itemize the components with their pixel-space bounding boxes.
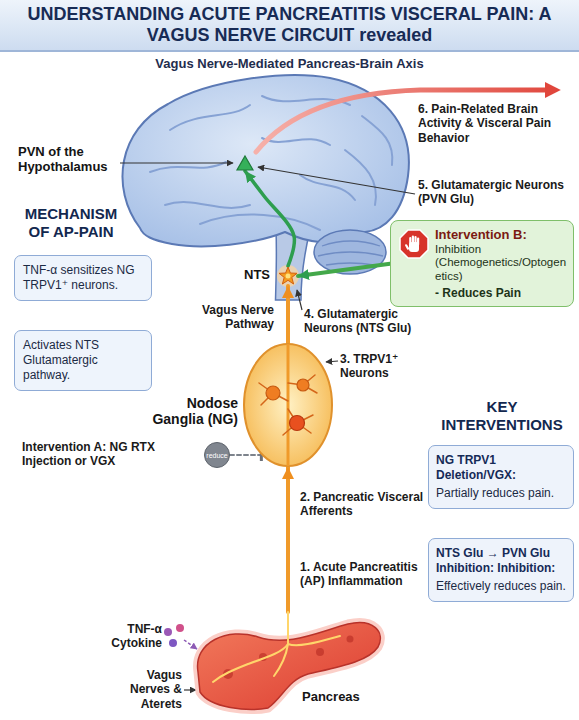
node-text: Activates NTS Glutamatergic pathway. xyxy=(23,338,143,383)
nts-glow xyxy=(277,265,299,287)
pancreatic-nerves xyxy=(213,612,340,682)
cytokine-dot xyxy=(164,628,172,636)
pvn-triangle xyxy=(236,155,254,171)
neuron-processes xyxy=(259,375,317,435)
ganglion-oval: Nodose Ganglia (NG) xyxy=(243,343,333,467)
node-text: NTS xyxy=(238,268,270,283)
pancreas-organ: Pancreas xyxy=(188,612,388,716)
callout-label: 2. Pancreatic Visceral Afferents xyxy=(300,490,426,519)
gyrus xyxy=(262,138,330,145)
section-heading: KEY INTERVENTIONS xyxy=(430,398,574,434)
folium xyxy=(322,241,380,246)
cytokine-label: TNF-α Cytokine xyxy=(96,622,162,651)
section-heading: MECHANISM OF AP-PAIN xyxy=(16,205,126,241)
gyrus xyxy=(165,202,250,208)
connector xyxy=(230,454,261,456)
neuron-soma xyxy=(266,386,280,400)
nts-star-core xyxy=(286,274,291,279)
pathway-label: Vagus Nerve Pathway xyxy=(184,303,274,332)
intervention-label: Intervention A: NG RTX Injection or VGX xyxy=(22,440,200,469)
leader-line xyxy=(184,689,196,690)
cytokine-dot xyxy=(169,639,177,647)
mechanism-box: TNF-α sensitizes NG TRPV1⁺ neurons. xyxy=(14,255,152,301)
title-banner: UNDERSTANDING ACUTE PANCREATITIS VISCERA… xyxy=(0,0,579,52)
connector xyxy=(245,171,294,266)
pvn-marker: PVN of the Hypothalamus xyxy=(236,155,254,171)
neuron-soma xyxy=(297,379,309,391)
subtitle: Vagus Nerve-Mediated Pancreas-Brain Axis xyxy=(0,56,579,72)
cytokine-dot xyxy=(176,624,184,632)
reduce-badge: reduce xyxy=(204,442,230,468)
dendrite xyxy=(288,375,317,393)
finger xyxy=(414,236,416,245)
stop-octagon xyxy=(400,230,428,258)
nts-star xyxy=(278,266,298,286)
connector xyxy=(286,467,290,612)
node-text: Nodose Ganglia (NG) xyxy=(138,395,238,427)
cytokine-arrow xyxy=(184,640,197,649)
nts-star-shape xyxy=(279,267,297,284)
finger xyxy=(409,237,411,245)
nerve-branch xyxy=(274,644,288,676)
node-body-text: Inhibition (Chemogenetics/Optogenetics) xyxy=(435,243,567,284)
intervention-box: NG TRPV1 Deletion/VGX: Partially reduces … xyxy=(428,445,574,509)
node-text: TNF-α sensitizes NG TRPV1⁺ neurons. xyxy=(23,263,143,293)
node-text: PVN of the Hypothalamus xyxy=(18,145,118,175)
node-body-text: Partially reduces pain. xyxy=(436,486,566,501)
connector xyxy=(298,264,390,276)
callout-label: 3. TRPV1⁺ Neurons xyxy=(340,352,424,381)
folium xyxy=(318,252,383,256)
gyrus xyxy=(345,150,376,205)
callout-label: 1. Acute Pancreatitis (AP) Inflammation xyxy=(300,560,426,589)
stop-hand xyxy=(405,236,420,253)
node-text: Pancreas xyxy=(302,690,382,705)
inflammation-spot xyxy=(316,648,324,656)
intervention-box: Intervention B:Inhibition (Chemogenetics… xyxy=(390,220,574,307)
callout-label: 4. Glutamatergic Neurons (NTS Glu) xyxy=(304,307,428,336)
ganglion-body xyxy=(244,344,332,466)
stop-hand-icon xyxy=(399,229,429,259)
connector xyxy=(286,286,290,343)
vagal-fiber xyxy=(287,344,290,466)
nerve-branch xyxy=(287,612,289,644)
finger xyxy=(417,238,419,246)
inflammation-spot xyxy=(347,636,354,643)
intervention-box: NTS Glu → PVN Glu Inhibition: Inhibition… xyxy=(428,538,574,602)
title: UNDERSTANDING ACUTE PANCREATITIS VISCERA… xyxy=(0,0,579,50)
ganglion-oval xyxy=(243,343,333,467)
gyrus xyxy=(362,116,392,165)
node-text: reduce xyxy=(206,452,227,459)
gyrus xyxy=(170,105,250,130)
leader-line xyxy=(120,162,233,163)
node-body-text: - Reduces Pain xyxy=(435,286,567,300)
dendrite xyxy=(259,383,288,405)
node-text: NG TRPV1 Deletion/VGX: xyxy=(436,453,566,483)
node-text: NTS Glu → PVN Glu Inhibition: Inhibition… xyxy=(436,546,566,576)
mechanism-box: Activates NTS Glutamatergic pathway. xyxy=(14,330,152,391)
leader-line xyxy=(297,290,302,310)
folium xyxy=(326,263,374,265)
node-body-text: Effectively reduces pain. xyxy=(436,579,566,594)
finger xyxy=(412,236,414,245)
leader-line xyxy=(258,167,415,194)
brain-cerebrum xyxy=(122,75,408,246)
nts-marker: NTS xyxy=(278,266,298,286)
nerve-branch xyxy=(288,636,340,645)
nerve-branch xyxy=(213,644,288,682)
dendrite xyxy=(283,409,313,435)
neuron-soma xyxy=(290,416,305,431)
callout-label: 6. Pain-Related Brain Activity & Viscera… xyxy=(418,102,574,145)
node-text: Intervention B: xyxy=(435,227,567,243)
nerve-label: Vagus Nerves & Aterets xyxy=(112,668,182,711)
callout-label: 5. Glutamatergic Neurons (PVN Glu) xyxy=(418,178,574,207)
cerebellum-folia xyxy=(318,241,383,265)
cytokines xyxy=(164,624,184,647)
gyrus xyxy=(200,215,320,230)
pvn-triangle-shape xyxy=(237,156,253,170)
thumb xyxy=(405,244,410,250)
leader-line xyxy=(326,361,338,362)
